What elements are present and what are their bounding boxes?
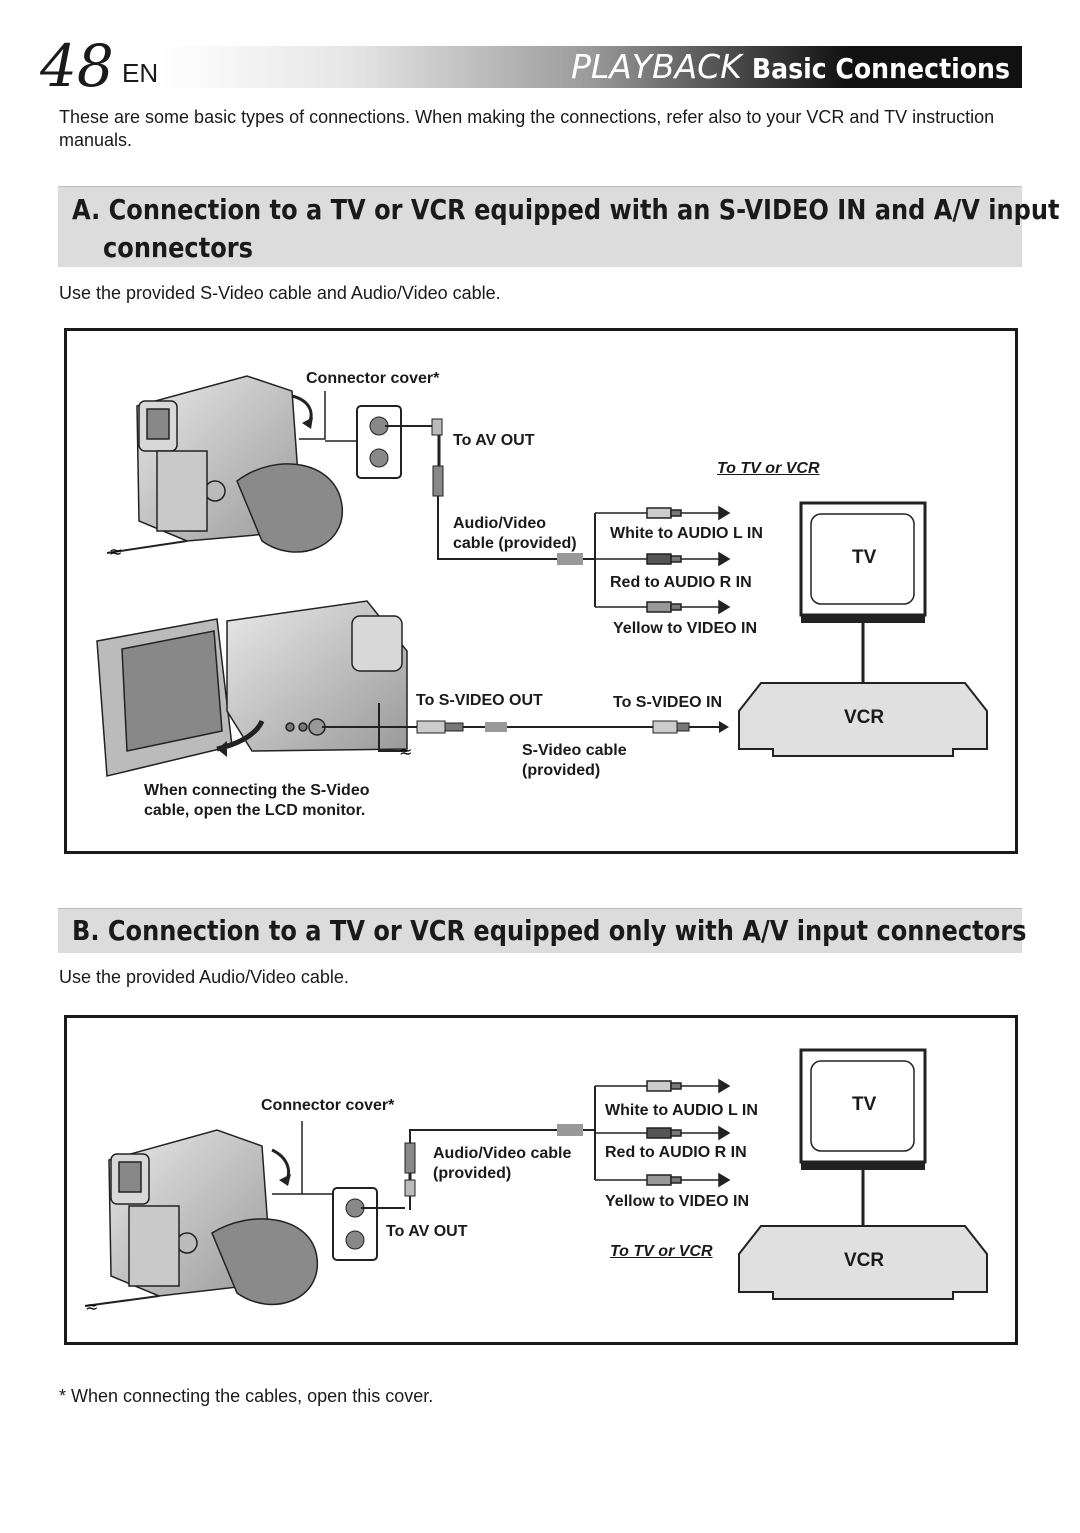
section-a-title-line2: connectors <box>103 231 253 264</box>
section-a-title-line1: A. Connection to a TV or VCR equipped wi… <box>72 193 1060 226</box>
svg-text:≈: ≈ <box>109 542 122 561</box>
svg-text:≈: ≈ <box>85 1297 98 1316</box>
label-vcr: VCR <box>844 707 885 728</box>
header-title: PLAYBACK Basic Connections <box>571 46 1010 88</box>
tv-icon <box>799 501 927 623</box>
tv-icon <box>799 1048 927 1170</box>
label-white-audio-l: White to AUDIO L IN <box>605 1102 758 1119</box>
label-to-av-out: To AV OUT <box>453 432 535 449</box>
label-note-2: cable, open the LCD monitor. <box>144 802 366 819</box>
rca-plugs-a <box>595 505 731 615</box>
page-number: 48 <box>40 32 114 100</box>
label-svideo-cable-2: (provided) <box>522 762 601 779</box>
label-to-av-out: To AV OUT <box>386 1223 468 1240</box>
label-yellow-video: Yellow to VIDEO IN <box>613 620 758 637</box>
label-av-cable-2: (provided) <box>433 1165 512 1182</box>
camcorder-icon <box>108 1129 318 1306</box>
section-a-heading: A. Connection to a TV or VCR equipped wi… <box>58 186 1060 267</box>
footnote: * When connecting the cables, open this … <box>59 1386 434 1406</box>
label-to-tv-or-vcr: To TV or VCR <box>717 460 820 477</box>
label-tv: TV <box>852 547 877 568</box>
label-to-tv-or-vcr: To TV or VCR <box>610 1243 713 1260</box>
camcorder-icon <box>136 375 343 553</box>
figure-a: ≈ <box>64 328 1018 854</box>
label-vcr: VCR <box>844 1250 885 1271</box>
label-red-audio-r: Red to AUDIO R IN <box>610 574 752 591</box>
camcorder-lcd-icon <box>96 600 408 777</box>
label-white-audio-l: White to AUDIO L IN <box>610 525 763 542</box>
figure-b: ≈ <box>64 1015 1018 1345</box>
section-b-subtitle: Use the provided Audio/Video cable. <box>59 967 349 987</box>
label-connector-cover: Connector cover* <box>306 370 440 387</box>
label-av-cable-1: Audio/Video cable <box>433 1145 572 1162</box>
section-italic: PLAYBACK <box>570 47 742 86</box>
label-av-cable-1: Audio/Video <box>453 515 547 532</box>
label-svideo-cable-1: S-Video cable <box>522 742 627 759</box>
label-note-1: When connecting the S-Video <box>144 782 370 799</box>
section-title: Basic Connections <box>751 52 1010 85</box>
label-yellow-video: Yellow to VIDEO IN <box>605 1193 750 1210</box>
label-connector-cover: Connector cover* <box>261 1097 395 1114</box>
section-b-heading: B. Connection to a TV or VCR equipped on… <box>58 908 1026 953</box>
figure-a-drawing: ≈ <box>96 375 988 777</box>
rca-plugs-b <box>595 1078 731 1188</box>
vcr-icon <box>738 1225 988 1300</box>
svg-text:≈: ≈ <box>399 742 412 761</box>
header-bar <box>160 46 1022 88</box>
label-tv: TV <box>852 1094 877 1115</box>
label-to-svideo-out: To S-VIDEO OUT <box>416 692 543 709</box>
label-to-svideo-in: To S-VIDEO IN <box>613 694 723 711</box>
page-lang: EN <box>122 58 159 88</box>
figure-b-drawing: ≈ <box>84 1048 988 1316</box>
label-red-audio-r: Red to AUDIO R IN <box>605 1144 747 1161</box>
vcr-icon <box>738 682 988 757</box>
intro-text: These are some basic types of connection… <box>59 107 995 150</box>
label-av-cable-2: cable (provided) <box>453 535 577 552</box>
section-a-subtitle: Use the provided S-Video cable and Audio… <box>59 283 501 303</box>
section-b-title: B. Connection to a TV or VCR equipped on… <box>72 914 1027 947</box>
